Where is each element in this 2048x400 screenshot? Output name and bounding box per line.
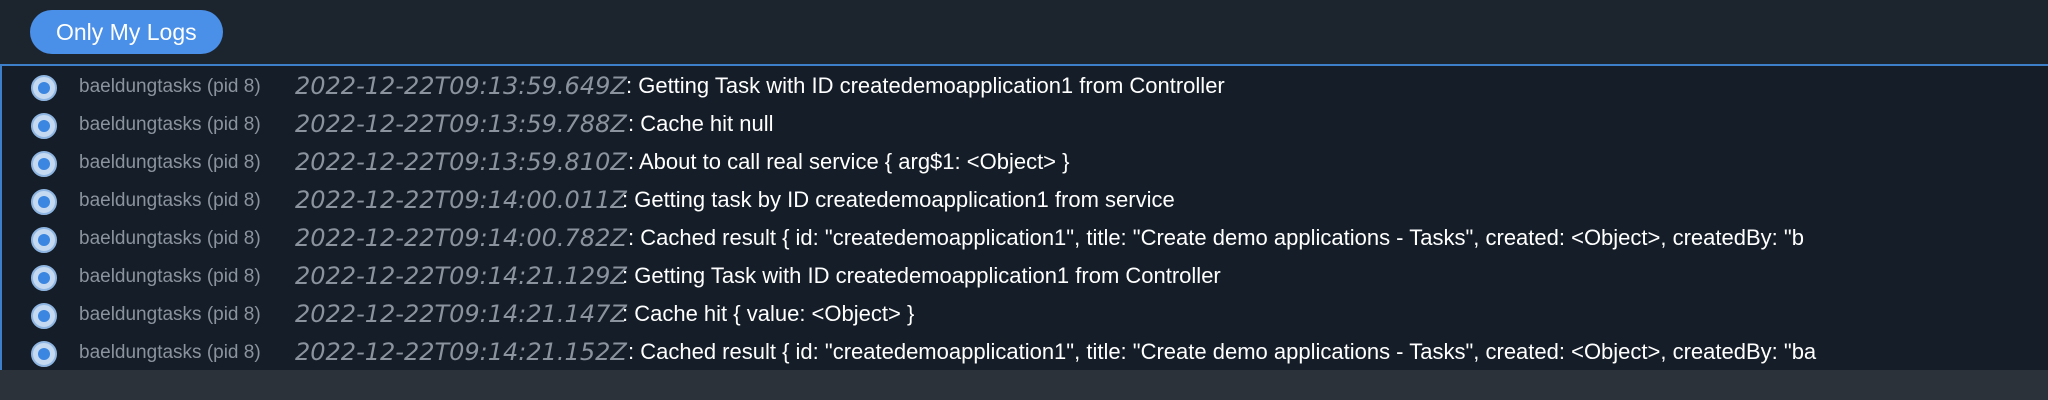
log-row[interactable]: baeldungtasks (pid 8) 2022-12-22T09:14:2… — [2, 256, 2048, 294]
log-select-radio-icon[interactable] — [31, 189, 57, 215]
log-timestamp: 2022-12-22T09:14:21.147Z — [295, 300, 627, 328]
log-select-radio-icon[interactable] — [31, 75, 57, 101]
log-row[interactable]: baeldungtasks (pid 8) 2022-12-22T09:13:5… — [2, 66, 2048, 104]
log-row[interactable]: baeldungtasks (pid 8) 2022-12-22T09:14:0… — [2, 218, 2048, 256]
log-row[interactable]: baeldungtasks (pid 8) 2022-12-22T09:14:2… — [2, 332, 2048, 370]
log-source: baeldungtasks (pid 8) — [79, 266, 261, 287]
log-timestamp: 2022-12-22T09:14:00.782Z — [295, 224, 627, 252]
log-timestamp: 2022-12-22T09:13:59.810Z — [295, 148, 627, 176]
log-message: : Getting Task with ID createdemoapplica… — [622, 263, 1221, 288]
log-timestamp: 2022-12-22T09:14:21.129Z — [295, 262, 627, 290]
log-select-radio-icon[interactable] — [31, 151, 57, 177]
log-output-panel[interactable]: baeldungtasks (pid 8) 2022-12-22T09:13:5… — [0, 64, 2048, 370]
log-row[interactable]: baeldungtasks (pid 8) 2022-12-22T09:13:5… — [2, 142, 2048, 180]
log-source: baeldungtasks (pid 8) — [79, 76, 261, 97]
log-select-radio-icon[interactable] — [31, 113, 57, 139]
log-source: baeldungtasks (pid 8) — [79, 342, 261, 363]
log-toolbar: Only My Logs — [0, 0, 2048, 62]
log-row[interactable]: baeldungtasks (pid 8) 2022-12-22T09:13:5… — [2, 104, 2048, 142]
log-timestamp: 2022-12-22T09:14:00.011Z — [295, 186, 627, 214]
only-my-logs-button[interactable]: Only My Logs — [30, 10, 223, 54]
log-timestamp: 2022-12-22T09:13:59.649Z — [295, 72, 627, 100]
log-message: : Cached result { id: "createdemoapplica… — [628, 225, 1804, 250]
log-source: baeldungtasks (pid 8) — [79, 114, 261, 135]
log-source: baeldungtasks (pid 8) — [79, 228, 261, 249]
log-message: : About to call real service { arg$1: <O… — [628, 149, 1070, 174]
log-message: : Getting task by ID createdemoapplicati… — [622, 187, 1175, 212]
log-source: baeldungtasks (pid 8) — [79, 304, 261, 325]
log-row[interactable]: baeldungtasks (pid 8) 2022-12-22T09:14:2… — [2, 294, 2048, 332]
status-bar — [0, 370, 2048, 400]
log-timestamp: 2022-12-22T09:14:21.152Z — [295, 338, 627, 366]
log-select-radio-icon[interactable] — [31, 265, 57, 291]
log-message: : Getting Task with ID createdemoapplica… — [626, 73, 1225, 98]
log-row[interactable]: baeldungtasks (pid 8) 2022-12-22T09:14:0… — [2, 180, 2048, 218]
log-message: : Cache hit { value: <Object> } — [622, 301, 915, 326]
log-source: baeldungtasks (pid 8) — [79, 190, 261, 211]
log-timestamp: 2022-12-22T09:13:59.788Z — [295, 110, 627, 138]
log-message: : Cache hit null — [628, 111, 774, 136]
log-select-radio-icon[interactable] — [31, 227, 57, 253]
log-select-radio-icon[interactable] — [31, 303, 57, 329]
log-select-radio-icon[interactable] — [31, 341, 57, 367]
log-source: baeldungtasks (pid 8) — [79, 152, 261, 173]
log-message: : Cached result { id: "createdemoapplica… — [628, 339, 1817, 364]
